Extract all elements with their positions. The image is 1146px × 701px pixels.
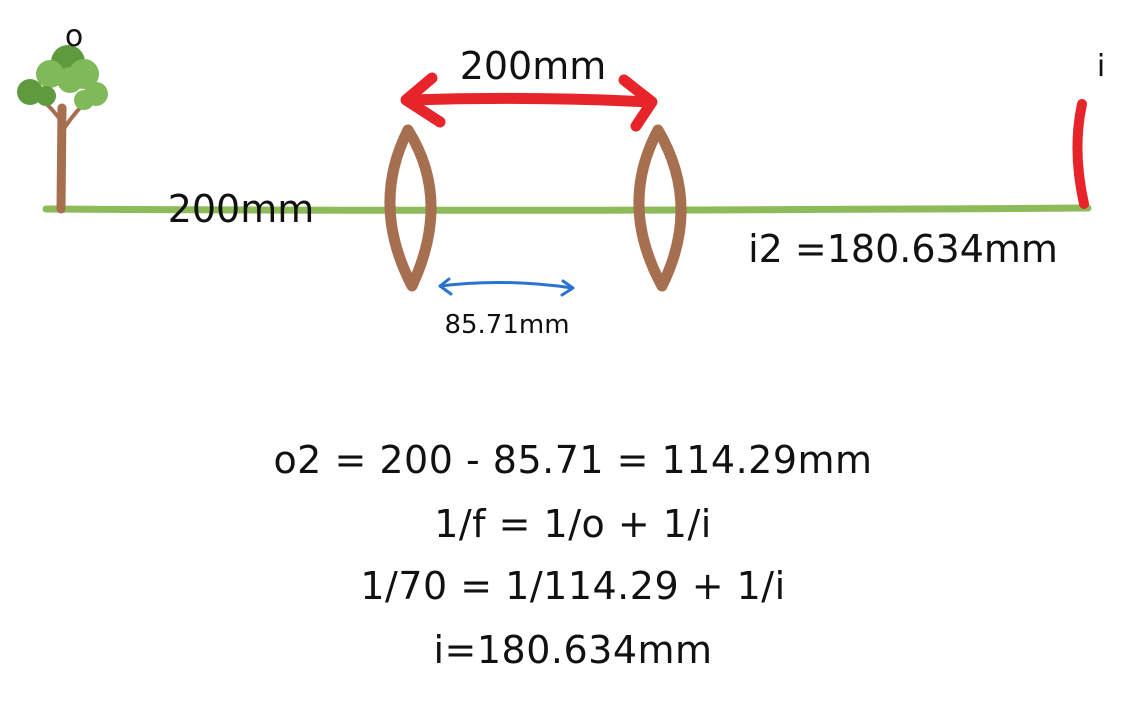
second-lens <box>633 124 687 292</box>
final-image-distance-label: i2 =180.634mm <box>748 227 1058 271</box>
equation-o2: o2 = 200 - 85.71 = 114.29mm <box>273 438 873 482</box>
object-label: o <box>65 19 83 54</box>
first-lens <box>384 124 437 292</box>
equation-substituted: 1/70 = 1/114.29 + 1/i <box>360 564 786 608</box>
object-distance-label: 200mm <box>168 187 315 231</box>
equation-thin-lens: 1/f = 1/o + 1/i <box>434 502 712 546</box>
tree-object-icon <box>17 45 108 214</box>
optical-axis <box>42 204 1092 214</box>
first-image-distance-arrow <box>438 277 575 297</box>
image-marker <box>1072 99 1089 209</box>
lens-separation-label: 200mm <box>460 44 607 88</box>
first-image-distance-label: 85.71mm <box>444 310 569 340</box>
lens-separation-arrow <box>400 72 658 132</box>
image-label: i <box>1097 49 1105 84</box>
equation-result: i=180.634mm <box>433 628 713 672</box>
